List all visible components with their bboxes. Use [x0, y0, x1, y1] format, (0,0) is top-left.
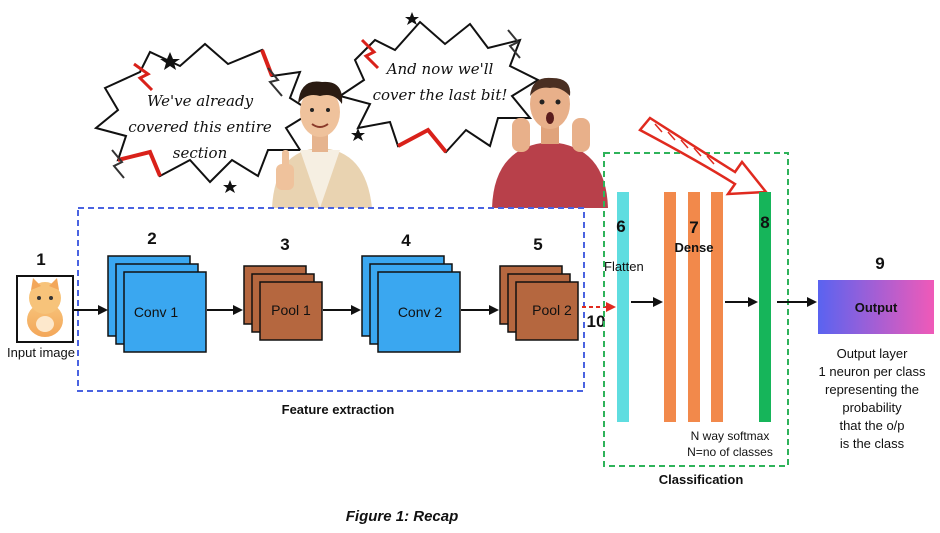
feature-extraction-label: Feature extraction: [282, 402, 395, 417]
softmax-layer: [759, 192, 771, 422]
flatten-label: Flatten: [604, 259, 644, 274]
pool2-label: Pool 2: [532, 302, 572, 318]
conv1-block: Conv 1: [107, 255, 207, 353]
step-number-10: 10: [587, 312, 606, 331]
step-number-3: 3: [280, 235, 289, 254]
step-number-9: 9: [875, 254, 884, 273]
star-icon: [351, 128, 365, 141]
input-image-label: Input image: [7, 345, 75, 360]
output-desc-line-4: probability: [842, 400, 902, 415]
step-number-8: 8: [760, 213, 769, 232]
output-desc-line-5: that the o/p: [839, 418, 904, 433]
conv1-label: Conv 1: [134, 304, 179, 320]
step-number-1: 1: [36, 250, 45, 269]
feature-extraction-group: [77, 207, 585, 392]
softmax-note-line-1: N way softmax: [691, 429, 770, 443]
red-curved-arrow: [638, 116, 769, 196]
bubble-left-line-2: covered this entire: [128, 118, 272, 136]
dense-layer-3: [711, 192, 723, 422]
lightning-icon: [267, 67, 283, 97]
speech-bubble-right: And now we'll cover the last bit!: [337, 20, 541, 154]
bubble-left-line-1: We've already: [147, 92, 254, 110]
pool2-block: Pool 2: [499, 265, 579, 341]
step-number-2: 2: [147, 229, 156, 248]
bubble-right-line-1: And now we'll: [385, 60, 494, 78]
flatten-layer: [617, 192, 629, 422]
person-surprised: [492, 77, 608, 208]
lightning-icon: [111, 149, 125, 179]
input-image-cat: [16, 275, 74, 343]
output-layer-box: [818, 280, 934, 334]
output-desc-line-2: 1 neuron per class: [819, 364, 926, 379]
conv2-block: Conv 2: [361, 255, 461, 353]
output-desc-line-6: is the class: [840, 436, 905, 451]
dense-label: Dense: [674, 240, 713, 255]
classification-label: Classification: [659, 472, 744, 487]
lightning-icon: [133, 62, 154, 92]
step-number-5: 5: [533, 235, 542, 254]
step-number-6: 6: [616, 217, 625, 236]
thumbs-up-icon: [276, 164, 294, 190]
pool1-label: Pool 1: [271, 302, 311, 318]
figure-caption: Figure 1: Recap: [346, 508, 459, 525]
conv2-label: Conv 2: [398, 304, 443, 320]
output-desc-line-1: Output layer: [837, 346, 908, 361]
bubble-left-line-3: section: [173, 144, 228, 162]
output-description: Output layer 1 neuron per class represen…: [819, 346, 926, 451]
output-label: Output: [855, 300, 898, 315]
speech-bubble-left: We've already covered this entire sectio…: [93, 42, 314, 184]
dense-layer-2: [688, 192, 700, 422]
dense-layer-1: [664, 192, 676, 422]
pool1-block: Pool 1: [243, 265, 323, 341]
star-icon: [160, 52, 180, 70]
star-icon: [223, 180, 237, 193]
lightning-icon: [360, 38, 380, 70]
star-icon: [405, 12, 419, 25]
bubble-right-line-2: cover the last bit!: [373, 86, 508, 104]
step-number-4: 4: [401, 231, 411, 250]
lightning-icon: [507, 29, 521, 59]
output-desc-line-3: representing the: [825, 382, 919, 397]
softmax-note-line-2: N=no of classes: [687, 445, 773, 459]
person-thumbs-up: [272, 81, 372, 208]
step-number-7: 7: [689, 218, 698, 237]
